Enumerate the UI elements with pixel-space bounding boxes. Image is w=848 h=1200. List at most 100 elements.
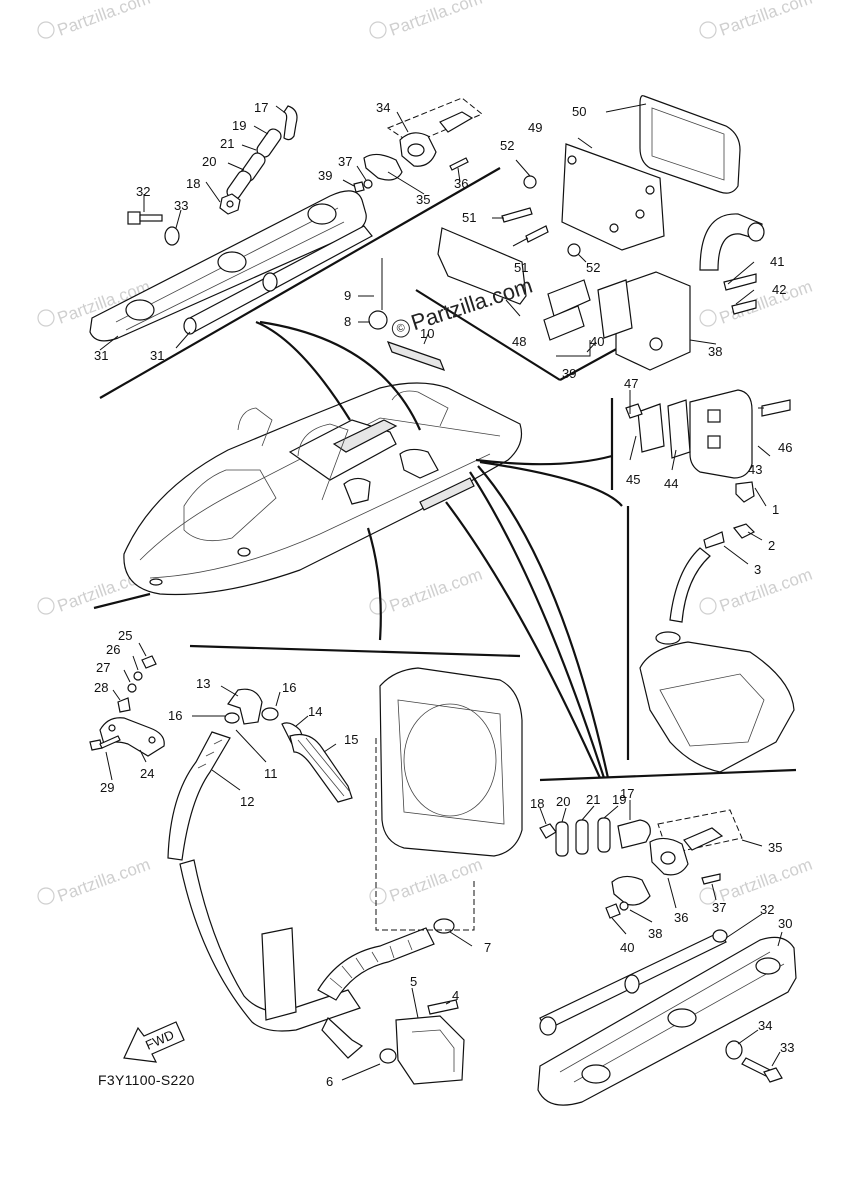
callout-35: 36 bbox=[454, 176, 468, 191]
callout-22: 24 bbox=[140, 766, 154, 781]
cover-49 bbox=[639, 95, 741, 194]
fwd-arrow-icon bbox=[123, 1021, 185, 1063]
box-38 bbox=[615, 271, 691, 371]
callout-12: 12 bbox=[240, 794, 254, 809]
jet-housing bbox=[379, 667, 523, 857]
callout-20b: 20 bbox=[556, 794, 570, 809]
callout-38: 38 bbox=[708, 344, 722, 359]
plate-48 bbox=[561, 143, 665, 251]
callout-5: 5 bbox=[410, 974, 417, 989]
callout-7: 7 bbox=[484, 940, 491, 955]
svg-text:Partzilla.com: Partzilla.com bbox=[717, 565, 815, 616]
callout-30b: 32 bbox=[760, 902, 774, 917]
callout-25: 27 bbox=[96, 660, 110, 675]
callout-46: 46 bbox=[778, 440, 792, 455]
watermark: Partzilla.com bbox=[37, 0, 153, 40]
hose-7 bbox=[317, 927, 435, 1001]
callout-49: 50 bbox=[572, 104, 586, 119]
callout-32b: 34 bbox=[758, 1018, 772, 1033]
callout-26: 28 bbox=[94, 680, 108, 695]
svg-text:Partzilla.com: Partzilla.com bbox=[55, 0, 153, 40]
callout-2: 2 bbox=[768, 538, 775, 553]
callout-48: 49 bbox=[528, 120, 542, 135]
nut-18 bbox=[219, 193, 241, 215]
callout-30: 31 bbox=[150, 348, 164, 363]
callout-52: 52 bbox=[500, 138, 514, 153]
top-left-group bbox=[89, 97, 501, 399]
callout-9: 9 bbox=[344, 288, 351, 303]
jet-pump bbox=[639, 641, 795, 773]
callout-45: 45 bbox=[626, 472, 640, 487]
callout-1: 1 bbox=[772, 502, 779, 517]
callout-19b: 19 bbox=[612, 792, 626, 807]
watermark: Partzilla.com bbox=[37, 855, 153, 906]
hose-12 bbox=[167, 731, 231, 861]
bottom-left-group: FWD bbox=[89, 642, 523, 1085]
bolt-31 bbox=[127, 211, 163, 225]
callout-42: 42 bbox=[772, 282, 786, 297]
callout-3: 3 bbox=[754, 562, 761, 577]
callout-14: 14 bbox=[308, 704, 322, 719]
callout-41: 41 bbox=[770, 254, 784, 269]
callout-21: 21 bbox=[220, 136, 234, 151]
callout-21b: 21 bbox=[586, 792, 600, 807]
collar-32 bbox=[164, 226, 180, 246]
pad-50 bbox=[437, 227, 527, 305]
bracket-43 bbox=[689, 389, 753, 479]
callout-51b: 51 bbox=[514, 260, 528, 275]
svg-text:Partzilla.com: Partzilla.com bbox=[387, 855, 485, 906]
svg-text:Partzilla.com: Partzilla.com bbox=[55, 855, 153, 906]
callout-43: 43 bbox=[748, 462, 762, 477]
svg-text:Partzilla.com: Partzilla.com bbox=[387, 0, 485, 40]
callout-18: 18 bbox=[186, 176, 200, 191]
bracket-22 bbox=[99, 717, 165, 757]
gasket-34 bbox=[363, 153, 403, 181]
grab-handle-28 bbox=[537, 936, 797, 1106]
callout-44: 44 bbox=[664, 476, 678, 491]
callout-33: 34 bbox=[376, 100, 390, 115]
connector-lines bbox=[93, 320, 797, 782]
callout-29: 31 bbox=[94, 348, 108, 363]
callout-24: 26 bbox=[106, 642, 120, 657]
callout-17b: 17 bbox=[620, 786, 634, 801]
callout-16b: 16 bbox=[168, 708, 182, 723]
callout-32: 33 bbox=[174, 198, 188, 213]
hose-17 bbox=[283, 105, 298, 141]
callout-18b: 18 bbox=[530, 796, 544, 811]
callout-10: 10 bbox=[420, 326, 434, 341]
callout-39: 39 bbox=[562, 366, 576, 381]
watermark: Partzilla.com bbox=[699, 0, 815, 40]
right-middle-group bbox=[625, 389, 795, 773]
callout-37b: 40 bbox=[620, 940, 634, 955]
callout-31b: 33 bbox=[780, 1040, 794, 1055]
top-right-group bbox=[415, 95, 765, 381]
box-5 bbox=[395, 1015, 465, 1085]
watermark: Partzilla.com bbox=[369, 565, 485, 616]
svg-text:Partzilla.com: Partzilla.com bbox=[387, 565, 485, 616]
callout-16: 16 bbox=[282, 680, 296, 695]
callout-34b: 36 bbox=[674, 910, 688, 925]
callout-11: 11 bbox=[264, 766, 278, 781]
callout-40: 40 bbox=[590, 334, 604, 349]
callout-34: 35 bbox=[416, 192, 430, 207]
callout-36b: 38 bbox=[648, 926, 662, 941]
callout-27: 29 bbox=[100, 780, 114, 795]
callout-52b: 52 bbox=[586, 260, 600, 275]
hose-41 bbox=[699, 213, 763, 271]
callout-37: 39 bbox=[318, 168, 332, 183]
callout-47: 47 bbox=[624, 376, 638, 391]
watermark: Partzilla.com bbox=[369, 0, 485, 40]
callout-31: 32 bbox=[136, 184, 150, 199]
callout-51: 51 bbox=[462, 210, 476, 225]
callout-50: 48 bbox=[512, 334, 526, 349]
callout-33b: 35 bbox=[768, 840, 782, 855]
callout-4: 4 bbox=[452, 988, 459, 1003]
callout-35b: 37 bbox=[712, 900, 726, 915]
center-parts bbox=[358, 258, 446, 371]
callout-20: 20 bbox=[202, 154, 216, 169]
callout-23: 25 bbox=[118, 628, 132, 643]
callout-8: 8 bbox=[344, 314, 351, 329]
jet-ski-hull bbox=[123, 382, 523, 596]
callout-28: 30 bbox=[778, 916, 792, 931]
